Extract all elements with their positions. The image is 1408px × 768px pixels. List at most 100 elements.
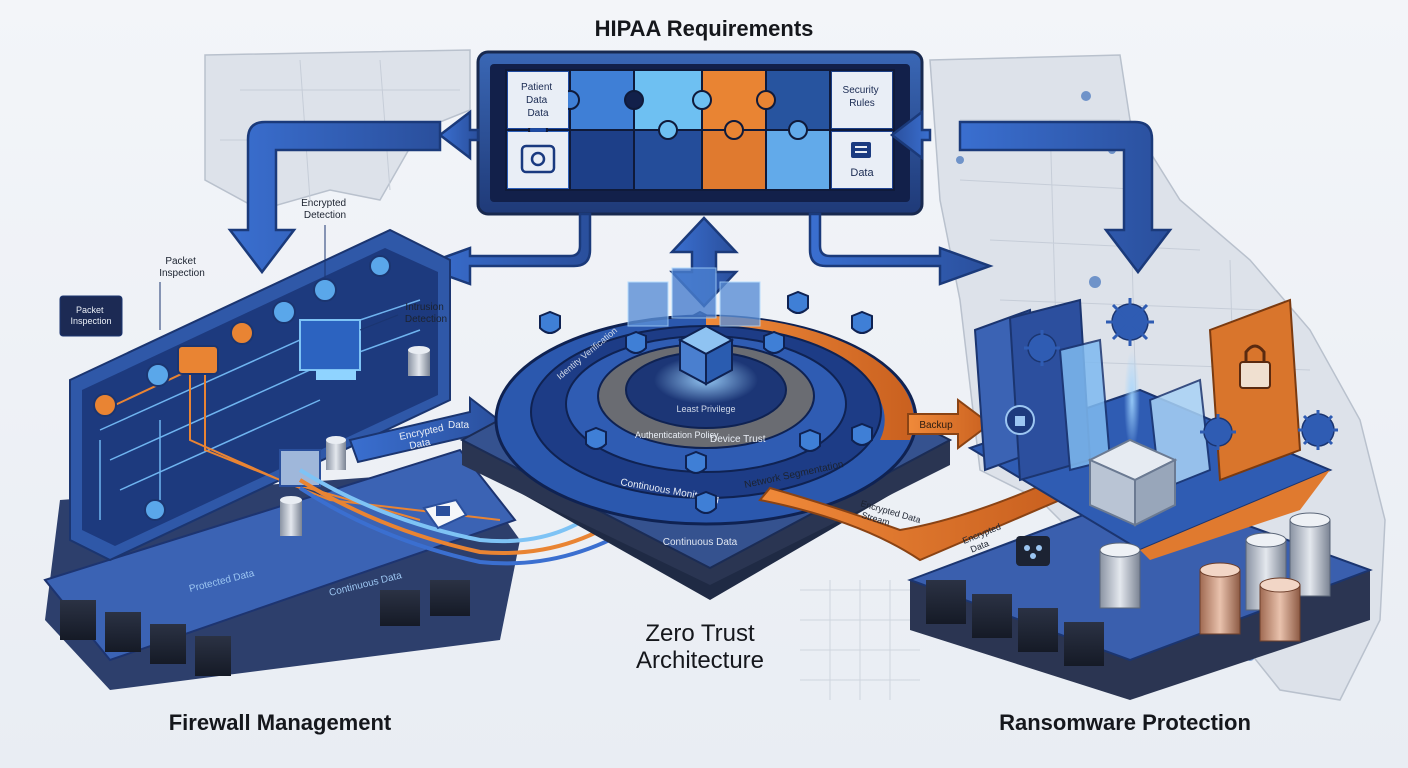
storage-cylinder-top [1099,542,1141,558]
lock-panel [1208,298,1302,482]
server-unit [60,600,96,640]
shield-icon [851,422,873,446]
server-unit [195,636,231,676]
encrypted-data-arrow: Encrypted Data Data [348,395,507,464]
firewall-callouts [59,225,399,337]
scan-beam [1124,350,1140,450]
node-shield-icon [272,300,296,324]
padlock-icon [1239,344,1271,389]
ransomware-module [907,298,1373,700]
firewall-cylinders [279,346,430,536]
medical-record-icon [520,144,556,174]
shield-icon [585,426,607,450]
node-shield-icon [313,278,337,302]
zt-shield-icons [539,290,873,514]
hipaa-panel: Patient Data Data Security Rules Data [476,50,924,216]
tile-data-label: Data [850,167,874,179]
tile-security-rules-line1: Security [843,85,879,96]
tile-security-rules-label: Security Rules [843,85,882,109]
shield-icon [851,310,873,334]
tile-patient-data-line3: Data [527,108,549,119]
label-backup: Backup [919,420,953,431]
puzzle-piece [569,129,635,191]
background-grid [800,580,920,700]
flow-line-navy [298,486,662,566]
label-packet-inspection: Packet Inspection [159,256,205,279]
label-encrypted-detection-line1: Encrypted [301,198,346,209]
zt-data-screens [627,267,761,327]
puzzle-knob [788,120,808,140]
encrypted-badge-icon [422,498,468,530]
shield-icon [539,310,561,334]
arrow-into-hipaa-left [437,109,480,161]
server-unit [1064,622,1104,666]
arrow-backup [907,398,992,450]
tile-data [832,132,892,188]
label-intrusion-detection-line1: Intrusion [405,302,443,313]
tile-security-rules [832,72,892,128]
puzzle-piece [569,69,635,131]
firewall-title: Firewall Management [168,710,392,735]
label-intrusion-detection: Intrusion Detection [405,302,447,325]
puzzle-knob [692,90,712,110]
storage-cylinder [280,500,302,536]
hub-device-icon [1016,536,1050,566]
puzzle-knob [658,120,678,140]
shield-icon [763,330,785,354]
storage-cylinder [1259,584,1301,642]
tile-patient-data-line2: Data [526,95,548,106]
server-unit [105,612,141,652]
label-packet-inspection-tag-line1: Packet [76,305,104,315]
storage-cylinder [408,350,430,376]
label-device-trust: Device Trust [710,434,766,445]
node-orange-icon [93,393,117,417]
storage-cylinder-top [326,436,346,444]
shield-icon [695,490,717,514]
arrow-hipaa-to-ransomware [958,120,1173,275]
storage-cylinder-top [1289,512,1331,528]
storage-cylinder-top [1245,532,1287,548]
glowing-server-bar [316,370,356,380]
label-packet-inspection-tag-line2: Inspection [70,316,111,326]
node-orange-icon [230,321,254,345]
arrow-hipaa-down-right [808,212,994,286]
backup-arrow: Backup [907,398,992,450]
node-shield-icon [146,363,170,387]
label-data-arrow: Data [448,420,470,431]
zero-trust-title-line2: Architecture [635,647,765,674]
puzzle-knob [724,120,744,140]
zero-trust-platform: Continuous Data Continuous Monitoring Ne… [459,267,953,600]
arrow-hipaa-to-firewall [227,120,442,275]
encrypted-stream: Encrypted Data Stream Encrypted Data [758,484,1063,562]
tile-patient-data-label: Patient Data Data [521,82,555,119]
flow-line-blue [298,468,612,544]
server-unit [972,594,1012,638]
database-document-icon [851,142,871,158]
zt-core-server-icon [677,324,735,386]
ransomware-title: Ransomware Protection [999,710,1251,735]
arrow-into-hipaa-right [889,109,932,161]
server-unit [430,580,470,616]
quarantine-cube [1087,438,1178,527]
label-packet-inspection-line1: Packet [165,256,196,267]
data-screen [627,281,669,327]
shield-icon [685,450,707,474]
puzzle-knob [756,90,776,110]
storage-cylinder [1199,569,1241,635]
packet-inspection-tag [59,295,123,337]
label-encrypted-detection: Encrypted Detection [301,198,349,221]
hipaa-title: HIPAA Requirements [594,16,814,41]
firewall-module: Encrypted Detection Packet Inspection Pa… [43,198,520,690]
shield-icon [799,428,821,452]
label-encrypted-data-line2: Data [408,437,431,452]
storage-cylinder-top [1259,577,1301,593]
storage-cylinder-top [408,346,430,354]
tile-patient-data [508,72,568,128]
server-unit [926,580,966,624]
storage-cylinder-top [280,496,302,504]
storage-cylinder [326,440,346,470]
tile-record-icon [508,132,568,188]
label-intrusion-detection-line2: Detection [405,314,447,325]
storage-cylinder-top [1199,562,1241,578]
